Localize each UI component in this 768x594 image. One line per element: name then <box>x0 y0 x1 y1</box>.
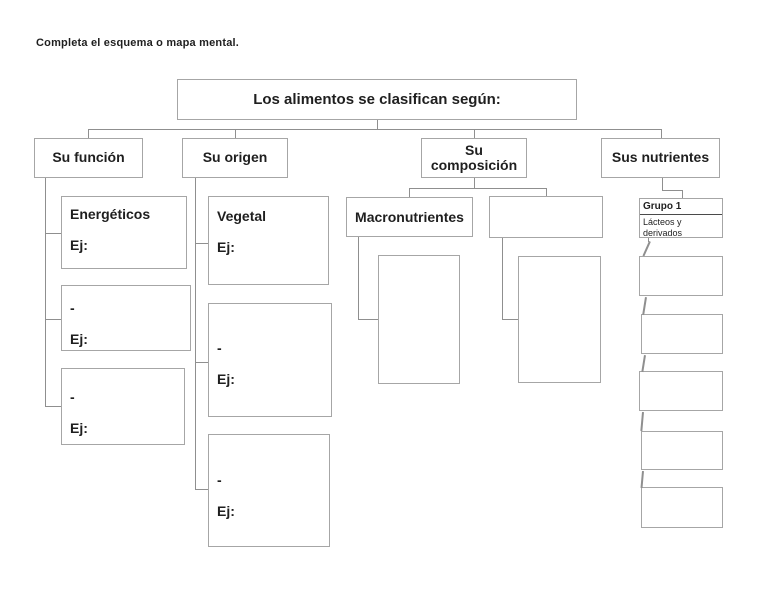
connector-line <box>45 178 46 407</box>
origen-box-label: - <box>217 340 222 356</box>
connector-line <box>45 319 61 320</box>
connector-line <box>662 190 682 191</box>
connector-line <box>195 243 208 244</box>
category-origen-label: Su origen <box>202 149 268 166</box>
origen-box-vegetal: Vegetal Ej: <box>208 196 329 285</box>
origen-box-label: - <box>217 472 222 488</box>
category-composicion: Su composición <box>421 138 527 178</box>
composicion-box-macronutrientes: Macronutrientes <box>346 197 473 237</box>
connector-line <box>409 188 546 189</box>
answer-box <box>641 487 723 528</box>
answer-box <box>641 314 723 354</box>
category-composicion-label: Su composición <box>430 141 518 173</box>
category-origen: Su origen <box>182 138 288 178</box>
nutrientes-grupo1-box: Grupo 1 Lácteos y derivados <box>639 198 723 238</box>
funcion-box-energeticos: Energéticos Ej: <box>61 196 187 269</box>
category-nutrientes-label: Sus nutrientes <box>611 149 710 166</box>
origen-box-ej: Ej: <box>217 239 235 255</box>
connector-line <box>409 188 410 197</box>
connector-line <box>195 362 208 363</box>
grupo1-body: Lácteos y derivados <box>643 217 683 238</box>
connector-line <box>45 233 61 234</box>
connector-line <box>358 319 378 320</box>
funcion-box-ej: Ej: <box>70 237 88 253</box>
connector-line <box>195 178 196 489</box>
connector-line <box>377 120 378 129</box>
funcion-box-ej: Ej: <box>70 331 88 347</box>
answer-box <box>518 256 601 383</box>
connector-line <box>474 178 475 188</box>
connector-line <box>474 129 475 138</box>
connector-line <box>642 297 647 316</box>
connector-line <box>642 241 651 257</box>
origen-box-blank-1: - Ej: <box>208 303 332 417</box>
title-box: Los alimentos se clasifican según: <box>177 79 577 120</box>
answer-box <box>641 431 723 470</box>
connector-line <box>88 129 89 138</box>
title-text: Los alimentos se clasifican según: <box>253 91 501 108</box>
category-funcion-label: Su función <box>52 149 125 166</box>
category-funcion: Su función <box>34 138 143 178</box>
grupo1-header: Grupo 1 <box>640 199 722 215</box>
connector-line <box>546 188 547 196</box>
connector-line <box>641 355 646 373</box>
funcion-box-label: - <box>70 300 75 316</box>
connector-line <box>45 406 61 407</box>
connector-line <box>358 237 359 319</box>
instruction-text: Completa el esquema o mapa mental. <box>36 37 240 49</box>
answer-box <box>378 255 460 384</box>
connector-line <box>88 129 662 130</box>
origen-box-blank-2: - Ej: <box>208 434 330 547</box>
answer-box <box>639 256 723 296</box>
connector-line <box>502 319 518 320</box>
connector-line <box>640 412 644 432</box>
funcion-box-label: Energéticos <box>70 206 151 222</box>
answer-box <box>639 371 723 411</box>
funcion-box-blank-2: - Ej: <box>61 368 185 445</box>
composicion-box-blank <box>489 196 603 238</box>
connector-line <box>640 471 644 489</box>
origen-box-label: Vegetal <box>217 208 267 224</box>
connector-line <box>502 238 503 319</box>
funcion-box-ej: Ej: <box>70 420 88 436</box>
funcion-box-label: - <box>70 389 75 405</box>
origen-box-ej: Ej: <box>217 503 235 519</box>
connector-line <box>648 238 649 242</box>
connector-line <box>682 190 683 198</box>
connector-line <box>661 129 662 138</box>
macronutrientes-label: Macronutrientes <box>355 209 464 225</box>
funcion-box-blank-1: - Ej: <box>61 285 191 351</box>
origen-box-ej: Ej: <box>217 371 235 387</box>
connector-line <box>662 178 663 190</box>
connector-line <box>235 129 236 138</box>
connector-line <box>195 489 208 490</box>
category-nutrientes: Sus nutrientes <box>601 138 720 178</box>
